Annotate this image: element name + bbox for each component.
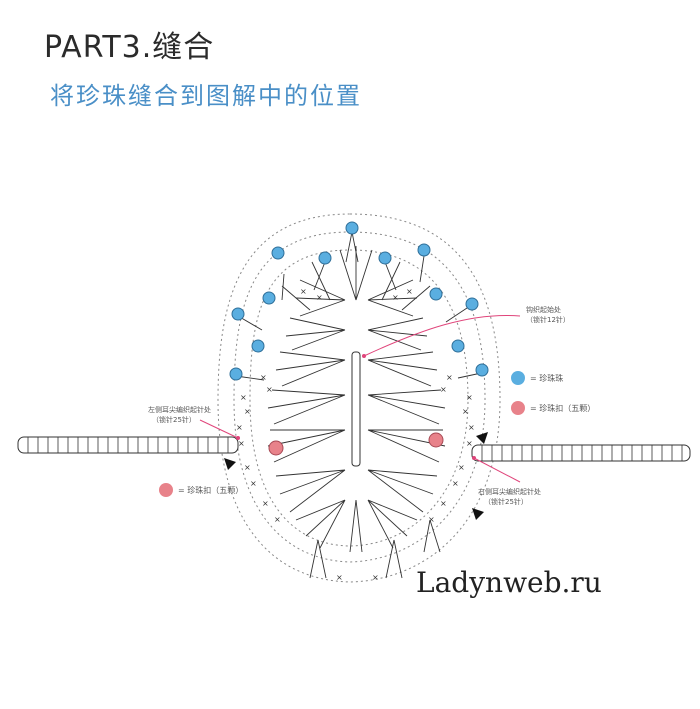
left-ear-chain (17, 436, 239, 454)
svg-text:×: × (428, 515, 435, 524)
svg-text:×: × (468, 423, 475, 432)
blue-bead (345, 221, 359, 235)
svg-text:×: × (266, 385, 273, 394)
svg-text:×: × (238, 439, 245, 448)
watermark: Ladynweb.ru (416, 566, 602, 599)
blue-bead (318, 251, 332, 265)
svg-text:×: × (260, 373, 267, 382)
legend-pink-bottom-swatch (159, 483, 173, 497)
pointer-lines (199, 314, 521, 483)
svg-text:×: × (440, 499, 447, 508)
pink-beads (268, 432, 444, 456)
page-subtitle: 将珍珠缝合到图解中的位置 (50, 82, 362, 110)
blue-bead (451, 339, 465, 353)
blue-bead (231, 307, 245, 321)
center-chain (351, 351, 361, 467)
svg-text:×: × (406, 287, 413, 296)
right-ear-chain (471, 444, 691, 462)
svg-text:×: × (466, 439, 473, 448)
legend-blue-label: = 珍珠珠 (530, 373, 563, 383)
start-label-line2: （锁针12针） (526, 315, 570, 324)
svg-text:×: × (244, 463, 251, 472)
svg-text:×: × (392, 293, 399, 302)
svg-text:×: × (466, 393, 473, 402)
legend-pink-bottom-label: = 珍珠扣（五颗） (178, 485, 243, 495)
svg-text:×: × (462, 407, 469, 416)
blue-bead (465, 297, 479, 311)
svg-text:×: × (274, 515, 281, 524)
svg-text:×: × (372, 573, 379, 582)
left-ear-label-line2: （锁针25针） (152, 415, 196, 424)
legend-blue-swatch (511, 371, 525, 385)
svg-text:×: × (452, 479, 459, 488)
legend: = 珍珠珠 = 珍珠扣（五颗） = 珍珠扣（五颗） (159, 371, 595, 497)
right-ear-label-line1: 右侧耳尖编织起针处 (478, 487, 541, 496)
svg-text:×: × (250, 479, 257, 488)
page-title: PART3.缝合 (44, 30, 215, 65)
svg-text:×: × (458, 463, 465, 472)
svg-text:×: × (262, 499, 269, 508)
blue-bead (271, 246, 285, 260)
blue-bead (429, 287, 443, 301)
legend-pink-label: = 珍珠扣（五颗） (530, 403, 595, 413)
blue-bead (262, 291, 276, 305)
blue-bead (475, 363, 489, 377)
blue-bead (229, 367, 243, 381)
left-ear-label-line1: 左侧耳尖编织起针处 (148, 405, 211, 414)
svg-text:×: × (240, 393, 247, 402)
stitch-field (267, 246, 446, 579)
svg-text:×: × (316, 293, 323, 302)
blue-bead (378, 251, 392, 265)
svg-text:×: × (300, 287, 307, 296)
blue-bead (251, 339, 265, 353)
pink-bead (268, 440, 284, 456)
start-label-line1: 钩织起始处 (526, 305, 561, 314)
right-ear-label-line2: （锁针25针） (484, 497, 528, 506)
pink-bead (428, 432, 444, 448)
svg-text:×: × (236, 423, 243, 432)
outline-rings (217, 213, 501, 583)
svg-text:×: × (244, 407, 251, 416)
blue-bead (417, 243, 431, 257)
svg-text:×: × (446, 373, 453, 382)
svg-text:×: × (440, 385, 447, 394)
x-stitches: × × × × × × × × × × × × × × × × × × × × × × × × × × (236, 287, 475, 582)
svg-text:×: × (336, 573, 343, 582)
legend-pink-swatch (511, 401, 525, 415)
blue-beads (229, 221, 489, 381)
marker-triangles (224, 432, 488, 520)
